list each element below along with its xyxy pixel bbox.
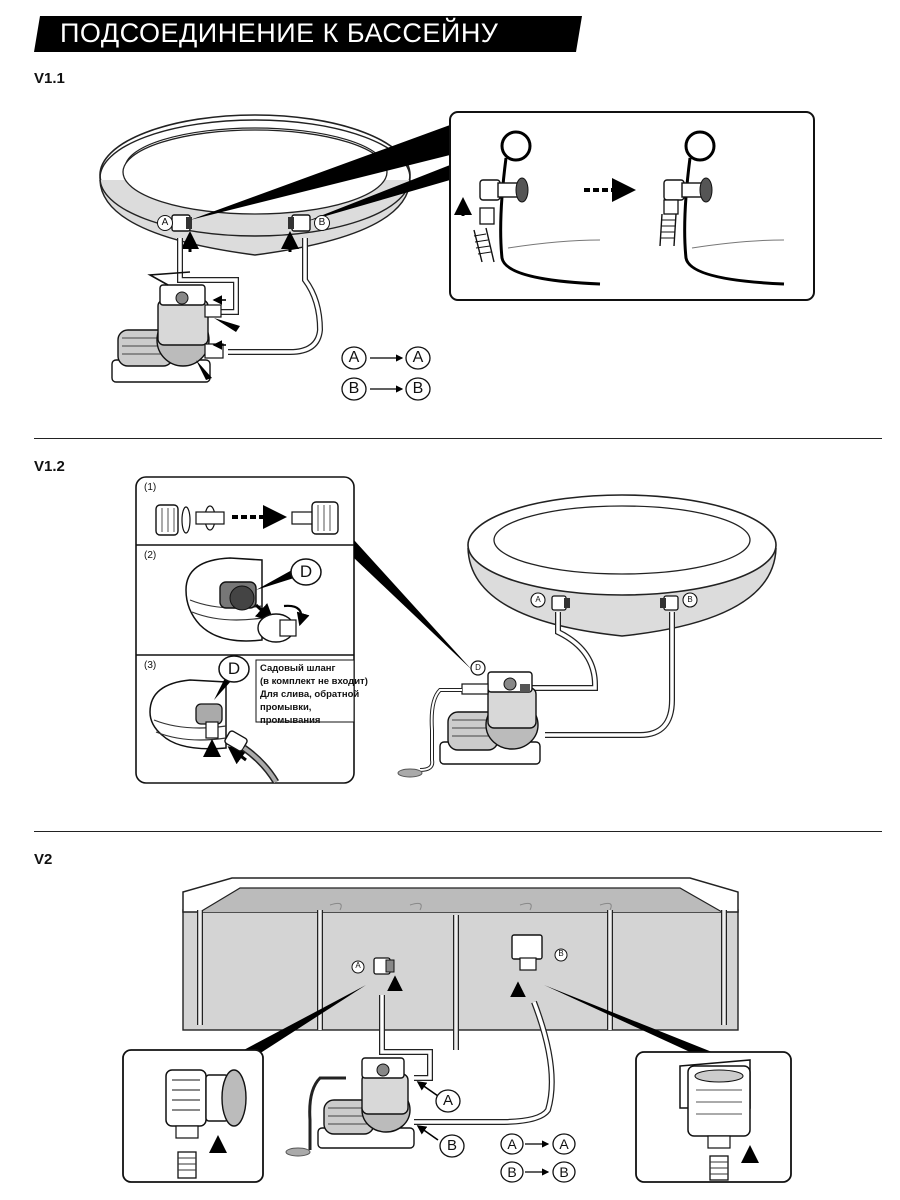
v2-skimmer-b — [511, 934, 543, 971]
v11-pump-filter — [111, 271, 224, 383]
marker-d-circle — [218, 655, 250, 683]
marker-a-label: A — [157, 215, 173, 231]
note-line: промывки, — [260, 702, 312, 713]
v12-water-puddle — [397, 768, 423, 778]
v11-hose-b-inner — [228, 238, 322, 354]
legend-b-from: B — [348, 380, 360, 397]
v12-garden-hose — [224, 730, 280, 784]
v11-detail-left — [473, 130, 601, 286]
section-divider — [34, 438, 882, 439]
marker-a-label-small: A — [535, 595, 541, 604]
arrow-up-left-icon — [227, 746, 248, 765]
v12-step2-cap — [257, 613, 297, 643]
section-label-v11: V1.1 — [34, 70, 65, 87]
v12-step1-parts — [155, 504, 225, 536]
section-divider — [34, 831, 882, 832]
section-label-v12: V1.2 — [34, 458, 65, 475]
arrow-left-icon — [416, 1081, 439, 1097]
marker-d-circle — [470, 660, 486, 676]
marker-a-label-small: A — [355, 961, 361, 970]
legend-a-to: A — [559, 1136, 569, 1152]
note-line: Садовый шланг — [260, 663, 336, 674]
v12-step1-assembled — [291, 501, 339, 535]
note-line: (в комплект не входит) — [260, 676, 368, 687]
legend-a-from: A — [507, 1136, 517, 1152]
marker-a-circle — [530, 592, 546, 608]
legend-b-to: B — [412, 380, 424, 397]
marker-b-label-small: B — [558, 949, 564, 958]
v2-water-puddle — [285, 1147, 311, 1157]
marker-b-circle — [554, 948, 568, 962]
marker-a-circle — [351, 960, 365, 974]
v2-inlet-detail — [165, 1069, 247, 1179]
note-line: Для слива, обратной — [260, 689, 360, 700]
marker-b-label: B — [446, 1137, 457, 1154]
note-line: промывания — [260, 715, 321, 726]
v11-pointer — [214, 318, 240, 332]
v2-inlet-a — [373, 957, 395, 975]
legend-b-from: B — [507, 1164, 517, 1180]
v11-callout-wedge-2 — [305, 165, 450, 222]
v11-legend — [341, 346, 431, 401]
v11-detail-right — [659, 130, 785, 286]
v2-drain-hose — [308, 1076, 346, 1150]
v11-fitting-a — [171, 214, 192, 232]
v12-step2-filter — [185, 557, 263, 642]
v12-step3-pointer — [214, 676, 232, 700]
marker-d-label: D — [299, 562, 313, 581]
marker-d-label-small: D — [475, 663, 481, 672]
arrow-left-icon — [416, 1125, 439, 1141]
marker-b-label: B — [314, 215, 330, 231]
marker-d-label: D — [227, 659, 241, 678]
step-2-label: (2) — [144, 550, 157, 561]
v2-callout-wedge-right — [544, 985, 712, 1052]
v2-skimmer-detail — [679, 1059, 751, 1181]
v12-callout-wedge — [354, 540, 472, 670]
step-1-label: (1) — [144, 482, 157, 493]
v12-pool — [467, 494, 777, 637]
marker-b-circle — [682, 592, 698, 608]
v11-pointer-2 — [196, 360, 212, 380]
v2-pump-filter — [317, 1057, 415, 1149]
v2-legend — [500, 1133, 576, 1183]
marker-d-circle — [290, 558, 322, 586]
v11-detail-box — [449, 111, 815, 301]
garden-hose-note-box — [255, 659, 355, 723]
garden-hose-note: Садовый шланг (в комплект не входит) Для… — [260, 662, 368, 727]
v11-pool — [99, 114, 411, 256]
marker-b-label-small: B — [687, 595, 693, 604]
v12-fitting-b — [660, 595, 679, 611]
v11-hose-a-inner — [178, 238, 238, 314]
v12-fitting-a — [551, 595, 570, 611]
marker-a-circle — [435, 1089, 461, 1113]
v11-fitting-b — [288, 214, 311, 232]
page-title: ПОДСОЕДИНЕНИЕ К БАССЕЙНУ — [60, 18, 499, 48]
legend-a-from: A — [348, 349, 360, 366]
v11-callout-wedge — [190, 125, 450, 220]
v12-pump-filter — [439, 671, 541, 765]
legend-a-to: A — [412, 349, 424, 366]
v12-step2-pointer — [256, 570, 294, 590]
marker-b-circle — [439, 1134, 465, 1158]
title-background — [34, 16, 582, 52]
section-label-v2: V2 — [34, 851, 53, 868]
legend-b-to: B — [559, 1164, 569, 1180]
v12-step3-filter — [149, 679, 227, 750]
v2-frame-pool — [182, 877, 739, 1050]
rotate-arrow-icon — [283, 604, 310, 627]
marker-a-label: A — [442, 1092, 453, 1109]
step-3-label: (3) — [144, 660, 157, 671]
v2-callout-wedge-left — [240, 985, 366, 1052]
